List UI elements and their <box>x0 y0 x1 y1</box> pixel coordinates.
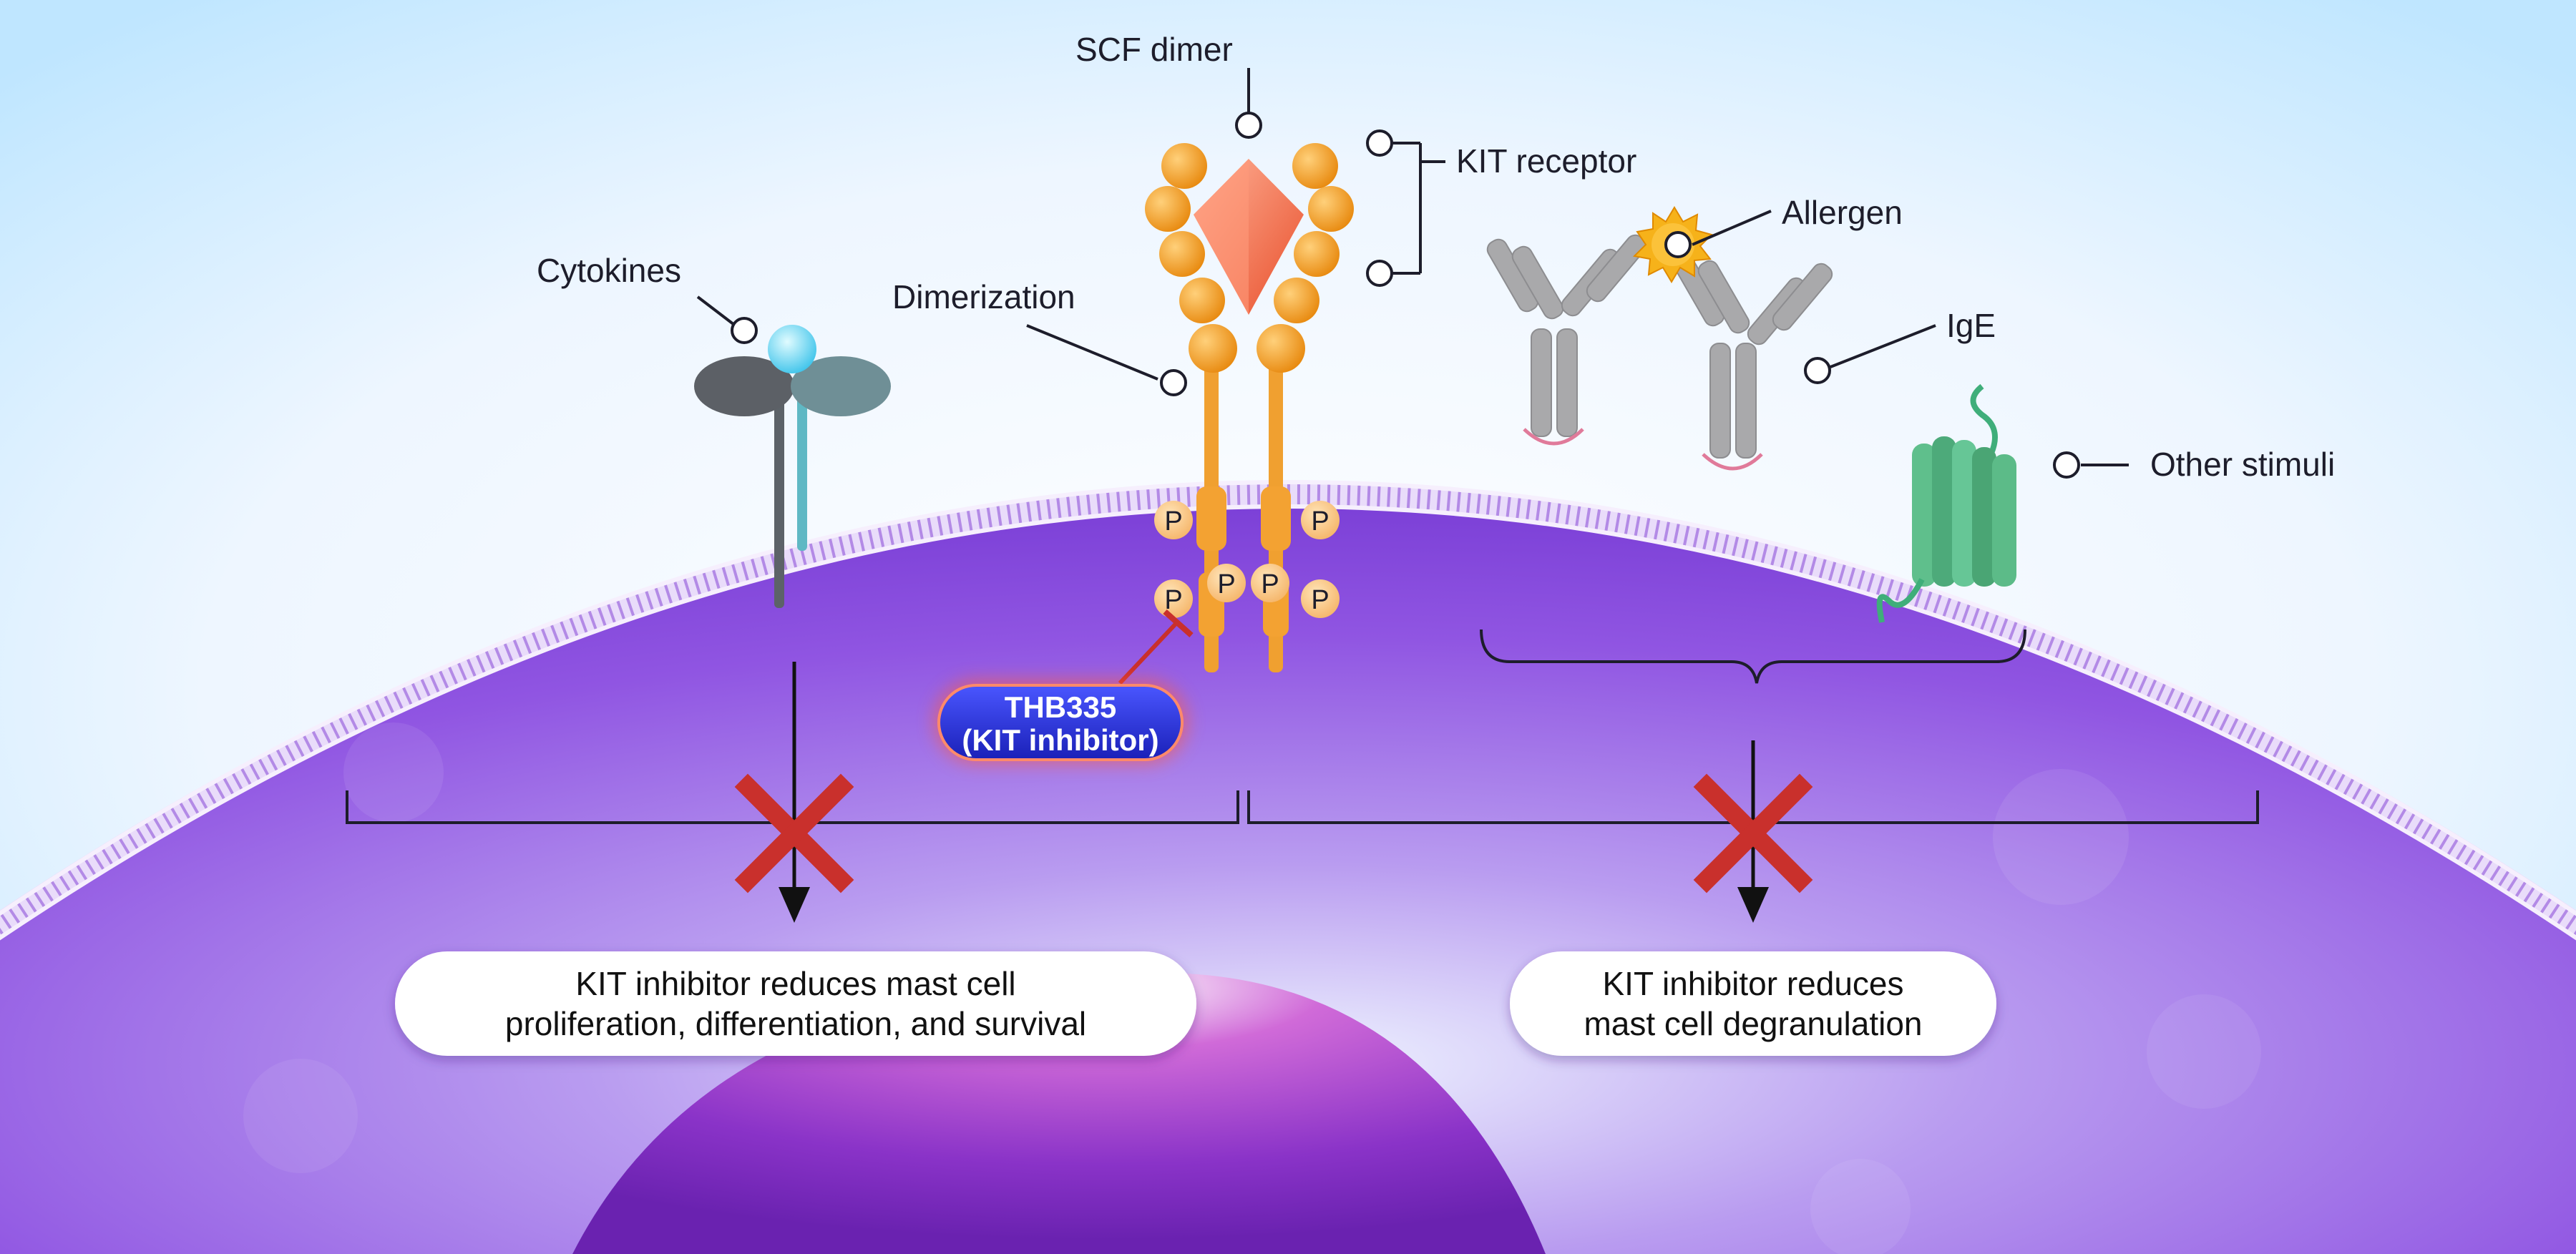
cell-cytoplasm <box>0 494 2576 1254</box>
fc-receptor <box>1523 428 1584 446</box>
vesicle <box>1993 769 2129 905</box>
phosphate <box>1154 579 1193 618</box>
inhibitor-label: THB335 (KIT inhibitor) <box>939 691 1182 757</box>
phosphate <box>1301 579 1340 618</box>
gpcr-receptor <box>1876 383 2016 623</box>
inhibition-line <box>1118 620 1179 685</box>
outcome-right-line2: mast cell degranulation <box>1584 1005 1923 1042</box>
down-arrow-icon <box>779 662 1769 923</box>
phosphate-label: P <box>1311 585 1329 615</box>
cytokine-ligand <box>768 325 816 373</box>
inhibitor-class: (KIT inhibitor) <box>962 723 1159 757</box>
phosphate-label: P <box>1217 569 1235 599</box>
vesicle <box>243 1059 358 1173</box>
phosphate <box>1207 564 1246 602</box>
ige-antibodies <box>1486 234 1833 459</box>
vesicle <box>2147 994 2261 1109</box>
outcome-right-line1: KIT inhibitor reduces <box>1602 965 1904 1002</box>
scf-dimer-label: SCF dimer <box>1075 31 1233 68</box>
phosphate-label: P <box>1164 506 1182 537</box>
phosphate <box>1154 501 1193 539</box>
allergen-label: Allergen <box>1782 194 1903 231</box>
other-stimuli-label: Other stimuli <box>2150 446 2336 483</box>
cytokine-receptor <box>694 325 891 608</box>
phosphate <box>1301 501 1340 539</box>
dimerization-label: Dimerization <box>892 278 1075 315</box>
phosphate-label: P <box>1311 506 1329 537</box>
cytokines-label: Cytokines <box>537 252 681 289</box>
callout-lines <box>696 68 2129 466</box>
outcome-left-line1: KIT inhibitor reduces mast cell <box>575 965 1016 1002</box>
outcome-left-line2: proliferation, differentiation, and surv… <box>504 1005 1087 1042</box>
membrane-outer-edge <box>0 480 2576 916</box>
inhibitor-pill <box>937 684 1184 761</box>
cross-block-icon <box>734 773 1813 893</box>
ige-label: IgE <box>1946 307 1996 344</box>
outcome-box-right <box>1510 951 1996 1056</box>
phosphate-label: P <box>1261 569 1279 599</box>
kit-receptor-label: KIT receptor <box>1456 142 1637 180</box>
inhibition-bar-icon <box>1163 609 1194 637</box>
outcome-box-left <box>395 951 1196 1056</box>
callout-circle-icon <box>731 112 2080 479</box>
outcome-right-text: KIT inhibitor reduces mast cell degranul… <box>1510 964 1996 1044</box>
vesicle <box>1810 1159 1911 1254</box>
inhibitor-name: THB335 <box>1004 690 1117 724</box>
vesicle <box>343 722 444 823</box>
outcome-left-text: KIT inhibitor reduces mast cell prolifer… <box>395 964 1196 1044</box>
phosphate <box>1251 564 1289 602</box>
fc-receptor <box>1702 453 1763 471</box>
